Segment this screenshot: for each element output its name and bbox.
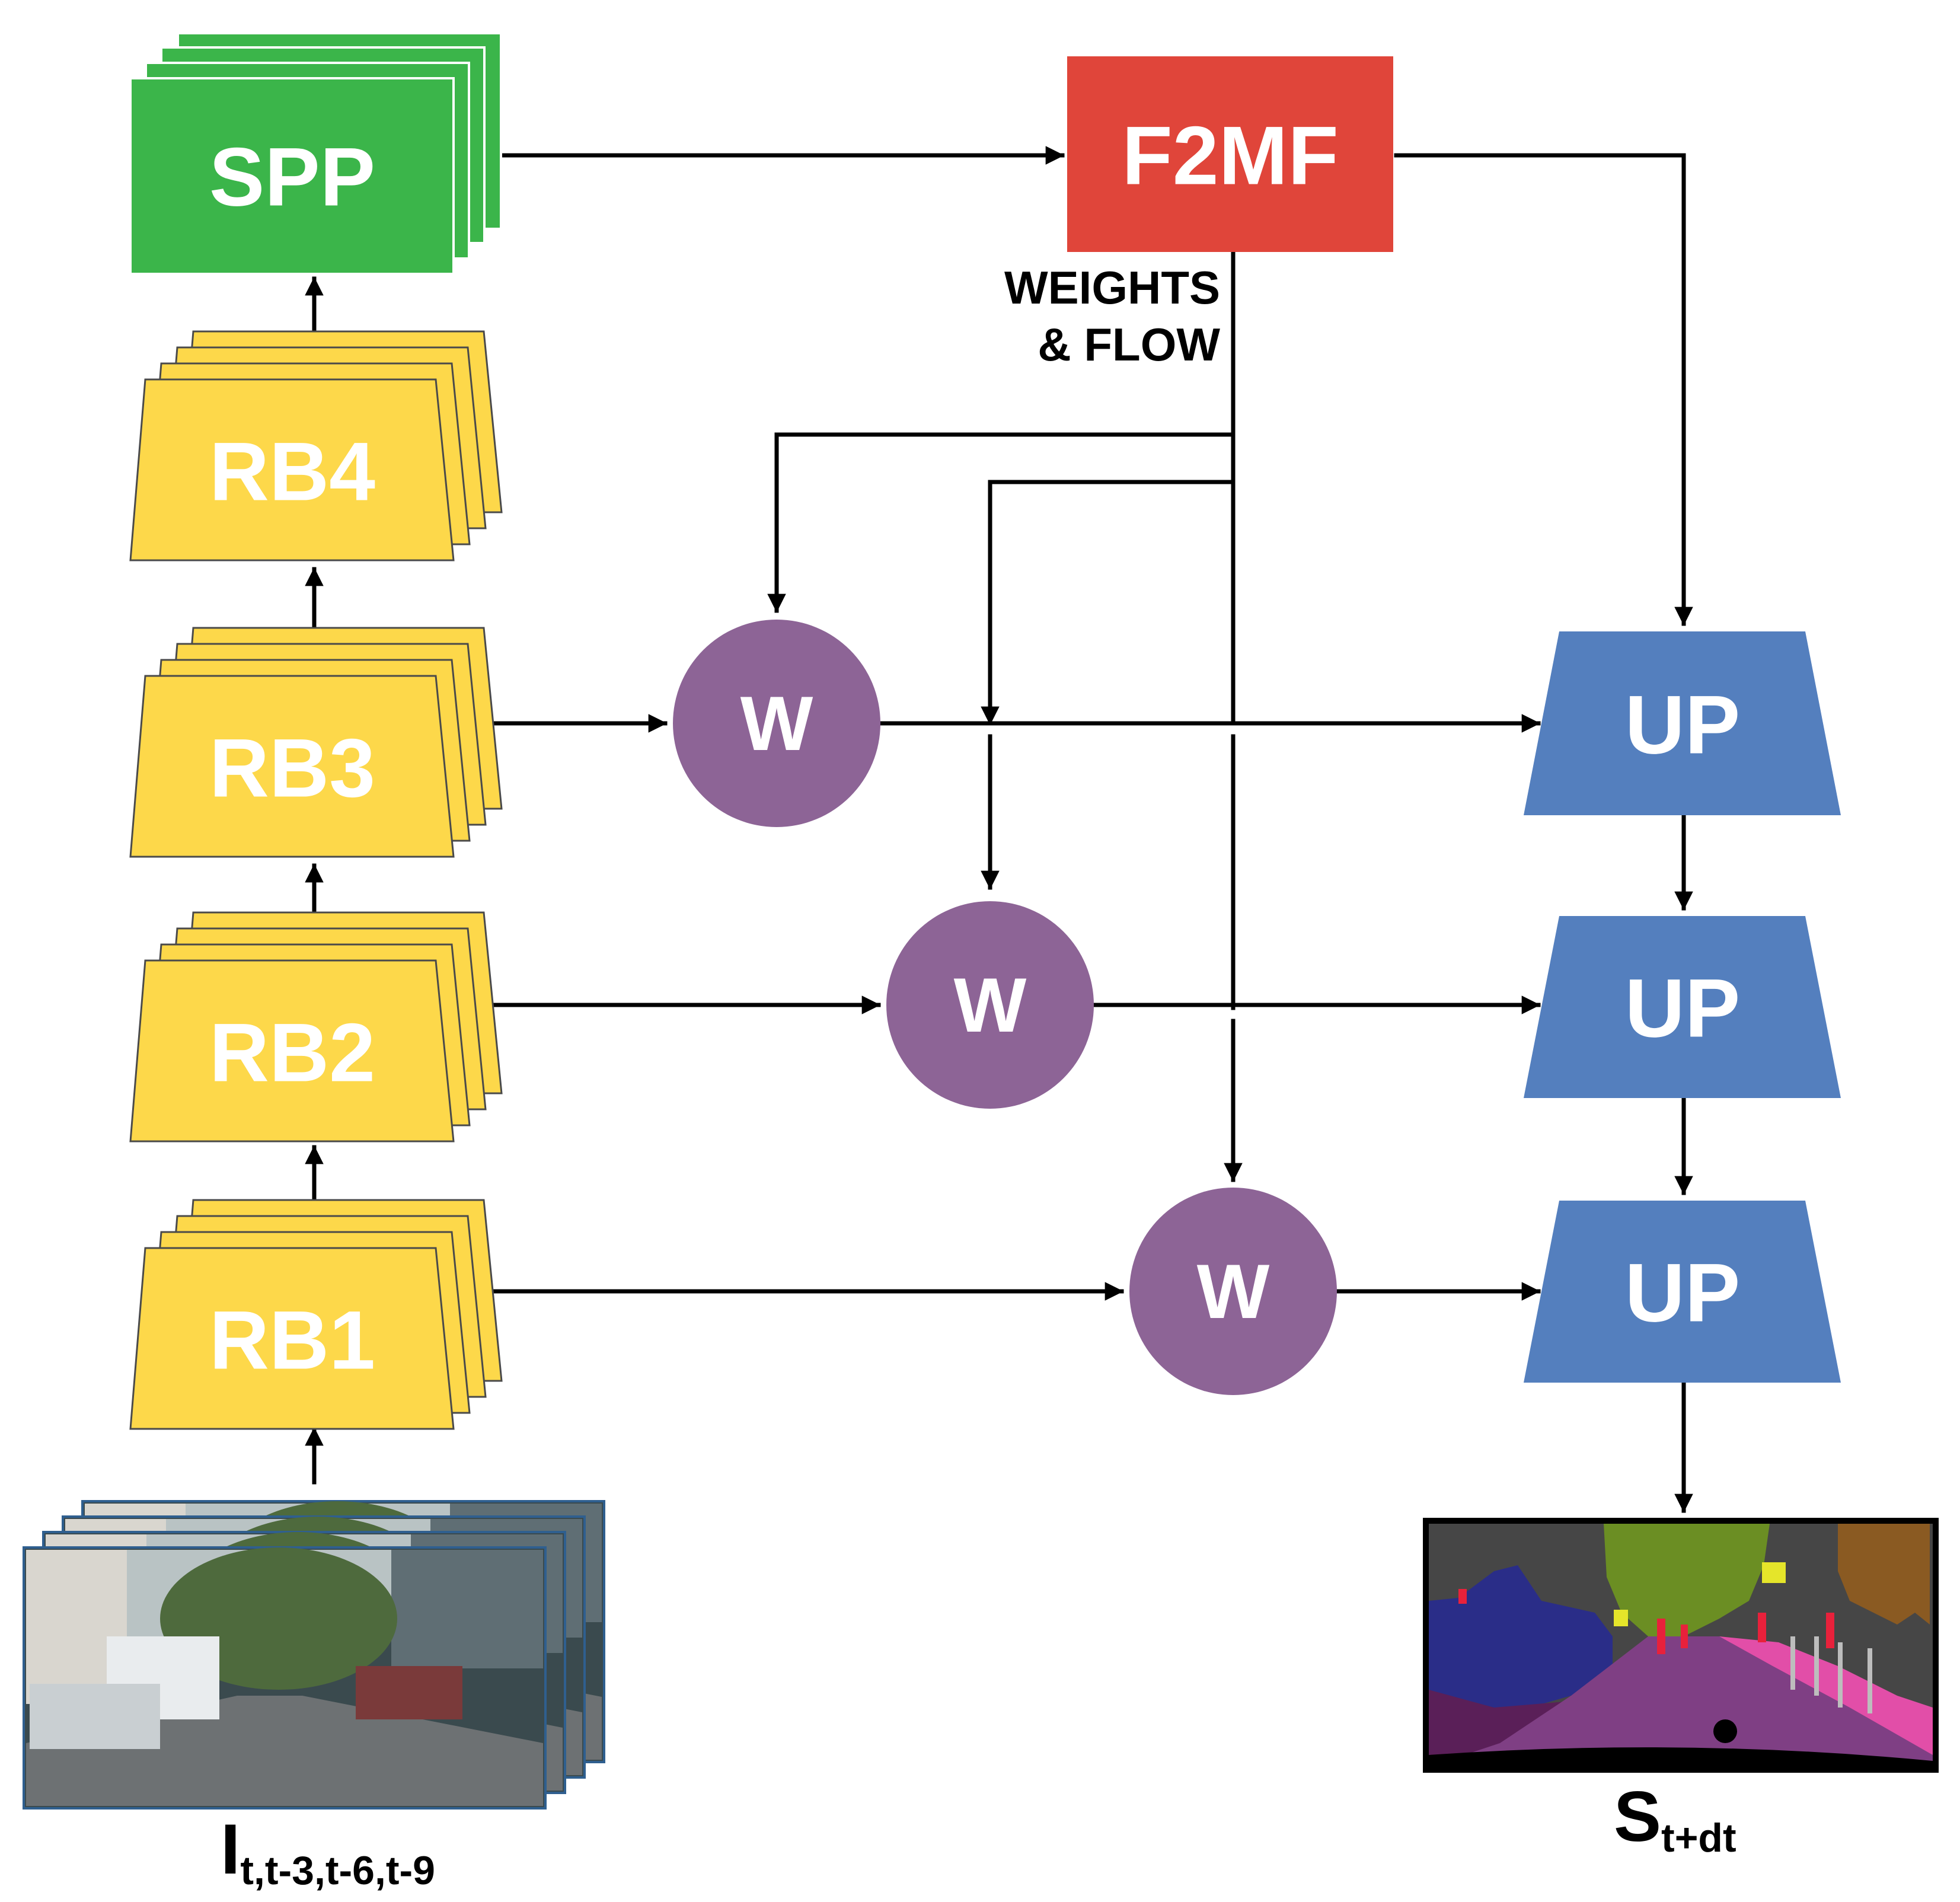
input-caption-sub: t,t-3,t-6,t-9 [240, 1848, 435, 1893]
rb1-label: RB1 [209, 1294, 375, 1387]
warp-circle-mid [886, 901, 1094, 1109]
street-scene-frames-icon [23, 1500, 605, 1810]
rb1-layer-0 [129, 1247, 455, 1430]
rb1-block: RB1 [129, 1199, 503, 1430]
semantic-segmentation-map-icon [1423, 1518, 1939, 1773]
warp-label-mid: W [954, 962, 1027, 1048]
f2mf-box [1067, 56, 1393, 252]
upsample-block-bot: UP [1524, 1201, 1841, 1383]
arrow-flow-to-w-mid [981, 480, 1236, 726]
upsample-block-mid: UP [1524, 916, 1841, 1098]
rb4-block: RB4 [129, 330, 503, 561]
rb2-block: RB2 [129, 911, 503, 1143]
warp-circle-top [673, 620, 880, 827]
f2mf-block: F2MF [1067, 56, 1393, 252]
upsample-shape-mid [1524, 916, 1841, 1098]
upsample-block-top: UP [1524, 631, 1841, 815]
rb3-layer-0 [129, 675, 455, 858]
weights-flow-label-line1: WEIGHTS [1004, 261, 1220, 314]
input-caption-main: I [221, 1810, 240, 1889]
upsample-shape-bot [1524, 1201, 1841, 1383]
arrow-f2mf-to-up [1394, 153, 1693, 626]
warp-node-top: W [673, 620, 880, 827]
output-caption-sub: t+dt [1661, 1815, 1736, 1860]
warp-node-bot: W [1129, 1188, 1337, 1395]
upsample-label-bot: UP [1625, 1246, 1740, 1339]
warp-circle-bot [1129, 1188, 1337, 1395]
rb4-label: RB4 [209, 425, 375, 518]
warp-label-bot: W [1197, 1248, 1270, 1335]
upsample-label-top: UP [1625, 678, 1740, 771]
warp-label-top: W [740, 680, 813, 767]
spp-layer-front [129, 77, 455, 275]
upsample-label-mid: UP [1625, 962, 1740, 1055]
weights-flow-label-line2: & FLOW [1038, 318, 1220, 371]
output-caption: St+dt [1614, 1777, 1736, 1860]
rb3-label: RB3 [209, 722, 375, 815]
upsample-shape-top [1524, 631, 1841, 815]
rb2-label: RB2 [209, 1006, 375, 1099]
rb4-layer-0 [129, 378, 455, 561]
connection-arrows [305, 146, 1693, 1513]
output-caption-main: S [1614, 1777, 1661, 1856]
f2mf-label: F2MF [1122, 109, 1339, 202]
input-caption: It,t-3,t-6,t-9 [221, 1810, 435, 1893]
rb3-block: RB3 [129, 627, 503, 858]
rb2-layer-0 [129, 959, 455, 1143]
warp-node-mid: W [886, 901, 1094, 1109]
input-frame-0 [23, 1546, 547, 1810]
spp-label: SPP [209, 130, 375, 224]
arrow-flow-to-w-top [767, 432, 1236, 613]
spp-block: SPP [129, 32, 502, 275]
